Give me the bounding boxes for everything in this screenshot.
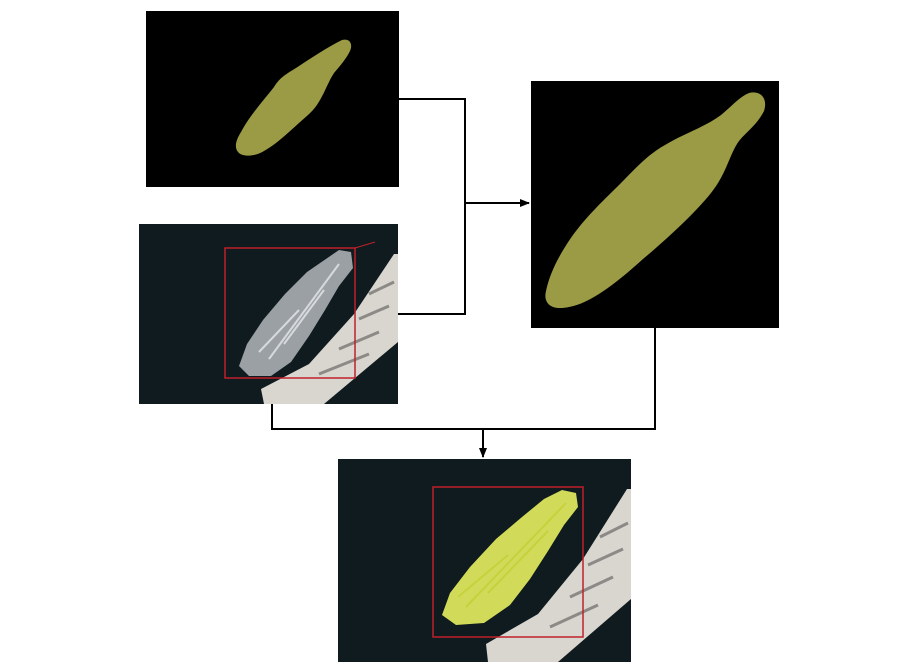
pier-detail [549,521,629,629]
detection-label-mark [354,241,376,249]
detection-box [432,486,584,638]
pier-detail [318,280,395,376]
segmentation-mask-large [531,81,779,328]
ship-mask-shape-large [545,92,766,309]
result-photo-overlay [338,459,631,662]
detection-box [224,247,356,379]
connector-aerial-to-merge [398,203,466,315]
ship-mask-shape [235,39,352,156]
pier [261,254,398,404]
pier [486,489,631,662]
connector-aerial-to-result [271,328,656,430]
aerial-photo-detection [139,224,398,404]
connector-mask-to-merge [399,98,466,203]
ship-deck-lines [258,263,340,360]
ship-overlay [442,490,578,625]
segmentation-mask-small [146,11,399,187]
ship-overlay-detail [457,502,567,608]
